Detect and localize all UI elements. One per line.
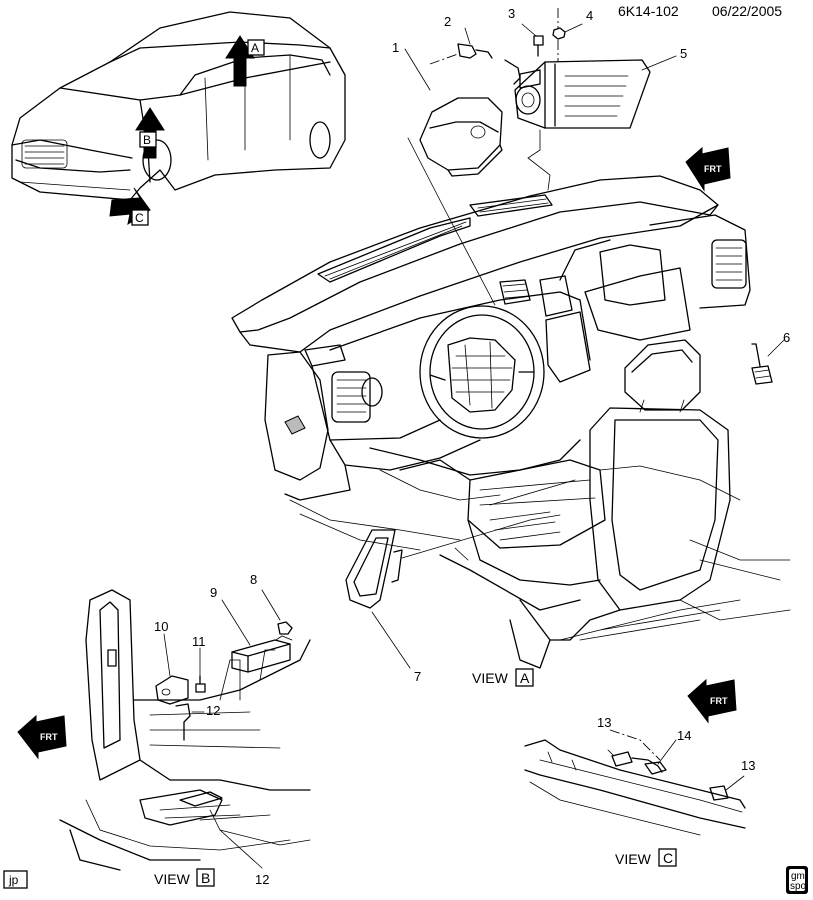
callout-12-lower: 12 <box>255 872 269 887</box>
part-2-connector <box>429 43 493 65</box>
part-14-wire <box>631 757 667 775</box>
callout-1: 1 <box>392 40 399 55</box>
callout-12-upper: 12 <box>206 703 220 718</box>
part-13-connector-right <box>709 785 729 801</box>
logo-line-2: spo <box>790 881 807 892</box>
frt-arrow-view-c: FRT <box>687 678 737 724</box>
callout-4: 4 <box>586 8 593 23</box>
arrow-a: A <box>225 35 265 87</box>
arrow-c: C <box>109 187 151 226</box>
arrow-letter-a: A <box>251 41 259 55</box>
callout-6: 6 <box>783 330 790 345</box>
view-b-label: VIEW B <box>154 868 215 887</box>
arrow-b: B <box>135 107 165 159</box>
view-a-word: VIEW <box>472 670 509 686</box>
part-7-seat-side-airbag <box>345 514 561 609</box>
arrow-letter-b: B <box>143 133 151 147</box>
initials-box: jp <box>3 870 28 889</box>
view-c-word: VIEW <box>615 851 652 867</box>
view-a-letter: A <box>520 670 530 686</box>
part-12-harness-b <box>175 703 191 741</box>
callout-13-right: 13 <box>741 758 755 773</box>
frt-arrow-top: FRT <box>685 146 731 192</box>
diagram-date: 06/22/2005 <box>712 3 782 19</box>
part-10-bracket <box>155 675 189 705</box>
callout-13-left: 13 <box>597 715 611 730</box>
instrument-panel <box>231 175 751 551</box>
frt-label-view-b: FRT <box>40 732 58 742</box>
callout-2: 2 <box>444 14 451 29</box>
callout-8: 8 <box>250 572 257 587</box>
callout-10: 10 <box>154 619 168 634</box>
callout-11: 11 <box>192 634 206 649</box>
view-c-label: VIEW C <box>615 848 677 867</box>
callout-7: 7 <box>414 669 421 684</box>
view-c-scene <box>524 729 746 836</box>
view-a-label: VIEW A <box>472 668 534 687</box>
part-5-passenger-airbag-module <box>514 59 651 129</box>
part-1-steering-wheel-airbag <box>419 97 503 177</box>
view-b-letter: B <box>201 870 210 886</box>
part-11-bolt <box>195 675 206 693</box>
steering-wheel <box>419 305 545 439</box>
view-b-word: VIEW <box>154 871 191 887</box>
initials-text: jp <box>8 873 19 887</box>
callout-5: 5 <box>680 46 687 61</box>
callout-14: 14 <box>677 728 691 743</box>
view-b-scene <box>59 589 311 871</box>
callout-3: 3 <box>508 6 515 21</box>
part-13-connector-left <box>611 751 633 767</box>
seat-with-side-airbag <box>399 339 791 669</box>
frt-arrow-view-b: FRT <box>17 714 67 760</box>
part-8-nut <box>277 621 293 635</box>
gm-spo-logo: gm spo <box>786 866 808 894</box>
part-6-sensor <box>751 343 773 385</box>
logo-line-1: gm <box>791 871 805 882</box>
part-9-sensing-module <box>231 635 293 673</box>
callout-9: 9 <box>210 585 217 600</box>
frt-label-top: FRT <box>704 164 722 174</box>
diagram-code: 6K14-102 <box>618 3 679 19</box>
arrow-letter-c: C <box>135 211 144 225</box>
frt-label-view-c: FRT <box>710 696 728 706</box>
part-3-bolt <box>504 35 544 85</box>
part-4-nut <box>552 8 566 62</box>
vehicle-overview <box>11 11 346 201</box>
view-c-letter: C <box>663 850 673 866</box>
